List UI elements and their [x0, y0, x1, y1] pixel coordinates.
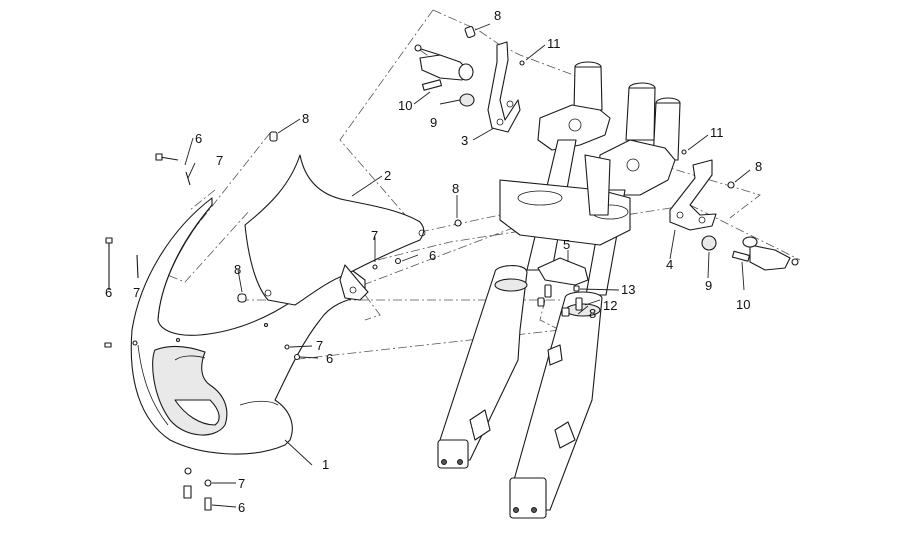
callout-10: 10: [736, 297, 750, 312]
front-fairing: [130, 197, 366, 455]
callout-7: 7: [133, 285, 140, 300]
callout-6: 6: [195, 131, 202, 146]
callout-8: 8: [234, 262, 241, 277]
leader-lines: [184, 23, 751, 508]
callout-9: 9: [705, 278, 712, 293]
right-mount-bracket: [669, 149, 799, 271]
center-bracket: [537, 257, 589, 317]
callout-8: 8: [589, 306, 596, 321]
callout-1: 1: [322, 457, 329, 472]
callout-8: 8: [494, 8, 501, 23]
callout-8: 8: [755, 159, 762, 174]
callout-13: 13: [621, 282, 635, 297]
callout-6: 6: [326, 351, 333, 366]
callout-3: 3: [461, 133, 468, 148]
callout-4: 4: [666, 257, 673, 272]
callout-9: 9: [430, 115, 437, 130]
callout-7: 7: [371, 228, 378, 243]
lower-triple-clamp: [499, 154, 631, 246]
left-mount-bracket: [414, 41, 525, 133]
callout-10: 10: [398, 98, 412, 113]
callout-6: 6: [429, 248, 436, 263]
callout-6: 6: [238, 500, 245, 515]
callout-11: 11: [547, 36, 561, 51]
callout-7: 7: [316, 338, 323, 353]
callout-5: 5: [563, 237, 570, 252]
callout-7: 7: [216, 153, 223, 168]
callout-8: 8: [452, 181, 459, 196]
screws-and-washers: [104, 153, 402, 511]
callout-labels: 1 2 3 4 5 6 6 6 6 6 7 7 7 7 7 8 8 8 8 8 …: [105, 8, 762, 515]
callout-8: 8: [302, 111, 309, 126]
callout-6: 6: [105, 285, 112, 300]
fork-right-leg: [509, 82, 681, 519]
callout-12: 12: [603, 298, 617, 313]
callout-7: 7: [238, 476, 245, 491]
callout-11: 11: [710, 125, 724, 140]
windshield: [244, 154, 426, 306]
callout-2: 2: [384, 168, 391, 183]
